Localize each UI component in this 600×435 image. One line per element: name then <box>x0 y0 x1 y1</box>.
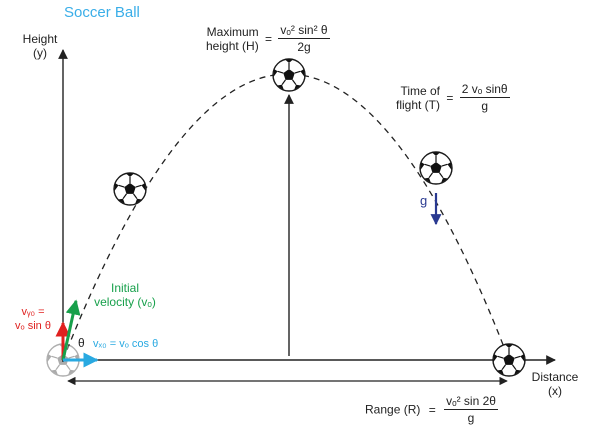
time-of-flight-fraction: 2 vₒ sinθ g <box>459 82 510 113</box>
range-fraction: vₒ² sin 2θ g <box>444 394 498 425</box>
trajectory-path <box>62 73 510 361</box>
time-of-flight-label-line1: Time of <box>400 83 441 98</box>
range-denominator: g <box>467 411 475 425</box>
max-height-label-line2: height (H) <box>206 38 259 53</box>
soccer-ball-icon <box>272 58 306 92</box>
x-axis-unit: (x) <box>548 384 562 398</box>
range-numerator: vₒ² sin 2θ <box>444 394 498 410</box>
max-height-equals: = <box>265 31 273 46</box>
vy0-line2: vₒ sin θ <box>15 320 51 332</box>
x-axis-title: Distance <box>531 370 579 384</box>
initial-velocity-label: Initial velocity (vₒ) <box>82 281 168 309</box>
time-of-flight-label: Time of flight (T) <box>396 84 440 112</box>
max-height-label: Maximum height (H) <box>206 25 259 53</box>
time-of-flight-formula: Time of flight (T) = 2 vₒ sinθ g <box>396 82 510 113</box>
vy0-line1: vᵧ₀ = <box>21 306 45 318</box>
time-of-flight-label-line2: flight (T) <box>396 97 441 112</box>
gravity-label: g <box>420 193 428 208</box>
initial-velocity-line1: Initial <box>110 281 139 295</box>
max-height-fraction: vₒ² sin² θ 2g <box>278 23 330 54</box>
theta-label: θ <box>78 336 85 350</box>
y-axis-title: Height <box>22 32 58 46</box>
soccer-ball-icon <box>492 343 526 377</box>
soccer-ball-icon <box>419 151 453 185</box>
range-label: Range (R) <box>365 402 421 417</box>
y-axis-unit: (y) <box>33 46 47 60</box>
time-of-flight-equals: = <box>446 90 454 105</box>
max-height-denominator: 2g <box>297 40 311 54</box>
max-height-label-line1: Maximum <box>206 24 259 39</box>
vy0-label: vᵧ₀ = vₒ sin θ <box>6 305 60 333</box>
diagram-title: Soccer Ball <box>64 4 140 21</box>
range-equals: = <box>428 402 436 417</box>
max-height-numerator: vₒ² sin² θ <box>278 23 330 39</box>
y-axis-label: Height (y) <box>20 32 60 60</box>
max-height-formula: Maximum height (H) = vₒ² sin² θ 2g <box>206 23 330 54</box>
time-of-flight-numerator: 2 vₒ sinθ <box>459 82 510 98</box>
soccer-ball-icon <box>113 172 147 206</box>
initial-velocity-arrow <box>61 299 81 361</box>
time-of-flight-denominator: g <box>481 99 488 113</box>
vx0-label: vₓ₀ = vₒ cos θ <box>93 338 159 350</box>
initial-velocity-line2: velocity (vₒ) <box>94 295 156 309</box>
x-axis-label: Distance (x) <box>526 370 584 398</box>
range-formula: Range (R) = vₒ² sin 2θ g <box>365 394 498 425</box>
